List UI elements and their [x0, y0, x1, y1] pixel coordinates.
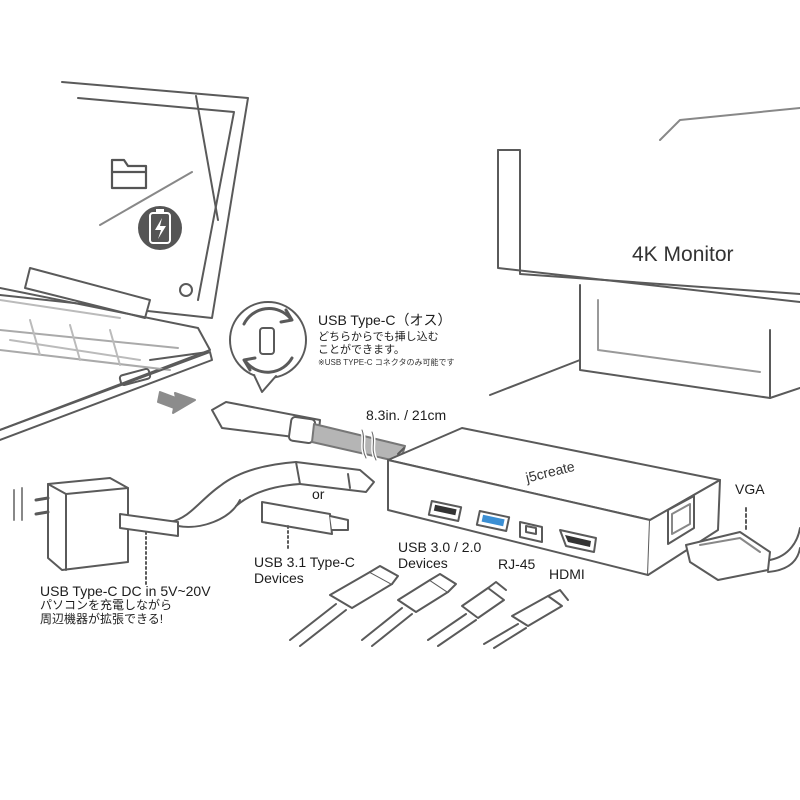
callout-desc-line1: どちらからでも挿し込む	[318, 331, 439, 344]
rj45-cable	[427, 581, 507, 647]
usb31-devices-label: USB 3.1 Type-C Devices	[254, 554, 355, 586]
or-label: or	[312, 486, 325, 502]
arrow-right-icon	[157, 391, 196, 414]
callout-desc-line2: ことができます。	[318, 343, 405, 356]
monitor-label: 4K Monitor	[632, 243, 734, 266]
callout-note: ※USB TYPE-C コネクタのみ可能です	[318, 358, 455, 368]
hub-port-hdmi	[559, 529, 597, 553]
usb-c-device-cable	[169, 461, 375, 523]
connector-callout-text: USB Type-C（オス） どちらからでも挿し込む ことができます。 ※USB…	[318, 312, 454, 368]
usb31-line1: USB 3.1 Type-C	[254, 554, 355, 570]
laptop	[0, 81, 249, 441]
power-label: USB Type-C DC in 5V~20V パソコンを充電しながら 周辺機器…	[40, 583, 211, 627]
vga-cable	[685, 507, 800, 581]
hdmi-cable	[483, 589, 569, 649]
usb-a-cable-1	[289, 565, 399, 647]
usb31-line2: Devices	[254, 570, 304, 587]
monitor	[489, 107, 800, 399]
power-line1: USB Type-C DC in 5V~20V	[40, 583, 211, 599]
battery-charging-icon	[138, 206, 182, 250]
usb30-line1: USB 3.0 / 2.0	[398, 539, 482, 555]
hub-port-usb-blue	[475, 510, 511, 532]
usb30-devices-label: USB 3.0 / 2.0 Devices	[398, 539, 481, 571]
callout-title: USB Type-C（オス）	[318, 312, 452, 328]
vga-label: VGA	[735, 481, 765, 497]
usb30-line2: Devices	[398, 555, 448, 572]
power-line3: 周辺機器が拡張できる!	[40, 611, 164, 626]
hub-port-rj45	[519, 521, 543, 543]
folder-icon	[110, 158, 148, 190]
usb-c-device-dongle	[261, 501, 349, 549]
rj45-label: RJ-45	[498, 556, 536, 572]
rotate-arrows-icon	[242, 307, 294, 374]
hdmi-label: HDMI	[549, 566, 585, 582]
power-line2: パソコンを充電しながら	[40, 598, 173, 613]
usb-a-cable-2	[361, 573, 457, 647]
usb-c-cable	[211, 401, 406, 463]
usb-hub	[387, 427, 721, 576]
power-adapter	[13, 477, 241, 586]
cable-length-label: 8.3in. / 21cm	[366, 407, 447, 423]
hub-port-vga	[667, 495, 695, 545]
hub-port-usb-black	[427, 500, 463, 522]
